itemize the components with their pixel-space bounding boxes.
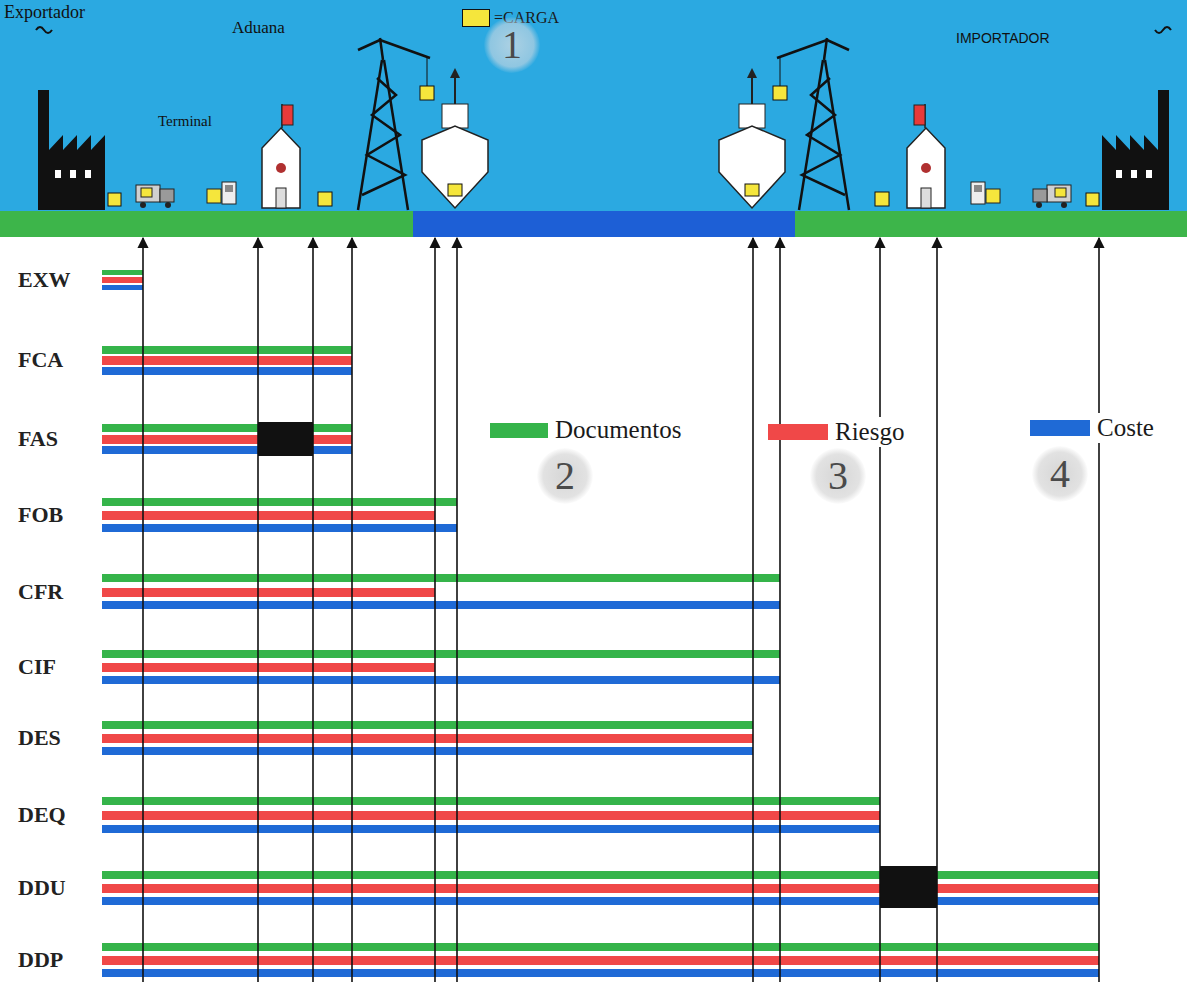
- transfer-point-arrows: [142, 238, 144, 982]
- ground-strip: [0, 211, 413, 237]
- legend-item: Coste: [1030, 413, 1157, 443]
- term-code: FAS: [18, 426, 58, 452]
- callout-circle: 2: [537, 448, 593, 504]
- place-name: Aduana: [232, 18, 285, 38]
- term-code: CIF: [18, 654, 56, 680]
- term-code: FAS: [18, 426, 58, 451]
- responsibility-bars: [102, 797, 880, 805]
- transfer-point-arrows: [456, 238, 458, 982]
- callout-number: 1: [502, 25, 522, 65]
- term-code: DDU: [18, 875, 66, 900]
- term-code: FOB: [18, 502, 63, 527]
- sky-band: [0, 0, 1187, 237]
- callout-circle: 1: [484, 17, 540, 73]
- party-name: Exportador: [4, 2, 85, 22]
- responsibility-bars: [102, 811, 880, 820]
- responsibility-bars: [102, 871, 1099, 879]
- legend-text: Riesgo: [832, 417, 907, 447]
- transfer-point-arrows: [752, 238, 754, 982]
- term-code: DES: [18, 725, 61, 751]
- responsibility-bars: [102, 346, 352, 354]
- transfer-point-arrows: [257, 238, 259, 982]
- legend-text: Coste: [1094, 413, 1157, 443]
- export-side: [36, 27, 488, 210]
- place-name: Terminal: [158, 112, 212, 130]
- responsibility-bars: [102, 277, 143, 283]
- responsibility-bars: [102, 270, 1099, 977]
- responsibility-bars: [102, 956, 1099, 965]
- term-code: DDU: [18, 875, 66, 901]
- term-code: DDP: [18, 947, 63, 973]
- ground-strip: [795, 211, 1187, 237]
- term-code: EXW: [18, 267, 71, 293]
- responsibility-bars: [102, 446, 352, 454]
- responsibility-bars: [102, 511, 435, 520]
- responsibility-bars: [102, 825, 880, 833]
- water-strip: [413, 211, 795, 237]
- responsibility-bars: [102, 356, 352, 365]
- term-code: CFR: [18, 579, 63, 604]
- party-name: IMPORTADOR: [956, 30, 1050, 46]
- party-name: Exportador: [4, 2, 85, 24]
- term-code: DDP: [18, 947, 63, 972]
- place-name: Aduana: [232, 18, 285, 37]
- responsibility-bars: [258, 422, 313, 456]
- responsibility-bars: [102, 884, 1099, 893]
- legend-item: Riesgo: [768, 417, 907, 447]
- responsibility-bars: [102, 897, 1099, 905]
- transfer-point-arrows: [351, 238, 353, 982]
- responsibility-bars: [102, 424, 352, 432]
- responsibility-bars: [102, 721, 753, 729]
- transfer-point-arrows: [1098, 238, 1100, 982]
- responsibility-bars: [102, 969, 1099, 977]
- responsibility-bars: [102, 588, 435, 597]
- responsibility-bars: [102, 734, 753, 743]
- responsibility-bars: [102, 676, 780, 684]
- place-name: Terminal: [158, 113, 212, 129]
- term-code: EXW: [18, 267, 71, 292]
- term-code: FCA: [18, 347, 63, 373]
- responsibility-bars: [102, 650, 780, 658]
- import-side: [719, 27, 1171, 210]
- callout-circle: 3: [810, 448, 866, 504]
- transfer-point-arrows: [312, 238, 314, 982]
- legend-swatch: [1030, 420, 1090, 436]
- term-code: CFR: [18, 579, 63, 605]
- responsibility-bars: [102, 367, 352, 375]
- term-code: CIF: [18, 654, 56, 679]
- responsibility-bars: [102, 524, 457, 532]
- legend-item: Documentos: [490, 415, 684, 445]
- term-code: DES: [18, 725, 61, 750]
- responsibility-bars: [880, 866, 937, 908]
- term-code: DEQ: [18, 802, 66, 828]
- term-code: FOB: [18, 502, 63, 528]
- callout-circle: 4: [1032, 446, 1088, 502]
- legend-text: Documentos: [552, 415, 684, 445]
- responsibility-bars: [102, 498, 457, 506]
- responsibility-bars: [102, 270, 143, 275]
- responsibility-bars: [102, 663, 435, 672]
- responsibility-bars: [102, 943, 1099, 951]
- callout-number: 3: [828, 456, 848, 496]
- legend-swatch: [490, 423, 548, 438]
- responsibility-bars: [102, 574, 780, 582]
- transfer-point-arrows: [879, 238, 881, 982]
- responsibility-bars: [102, 285, 143, 290]
- legend-swatch: [462, 9, 490, 27]
- transfer-point-arrows: [936, 238, 938, 982]
- term-code: DEQ: [18, 802, 66, 827]
- responsibility-bars: [102, 747, 753, 755]
- party-name: IMPORTADOR: [956, 30, 1050, 47]
- term-code: FCA: [18, 347, 63, 372]
- transfer-point-arrows: [434, 238, 436, 982]
- callout-number: 2: [555, 456, 575, 496]
- transfer-point-arrows: [143, 238, 1099, 982]
- callout-number: 4: [1050, 454, 1070, 494]
- transfer-point-arrows: [779, 238, 781, 982]
- legend-swatch: [768, 424, 828, 440]
- responsibility-bars: [102, 601, 780, 609]
- responsibility-bars: [102, 435, 352, 444]
